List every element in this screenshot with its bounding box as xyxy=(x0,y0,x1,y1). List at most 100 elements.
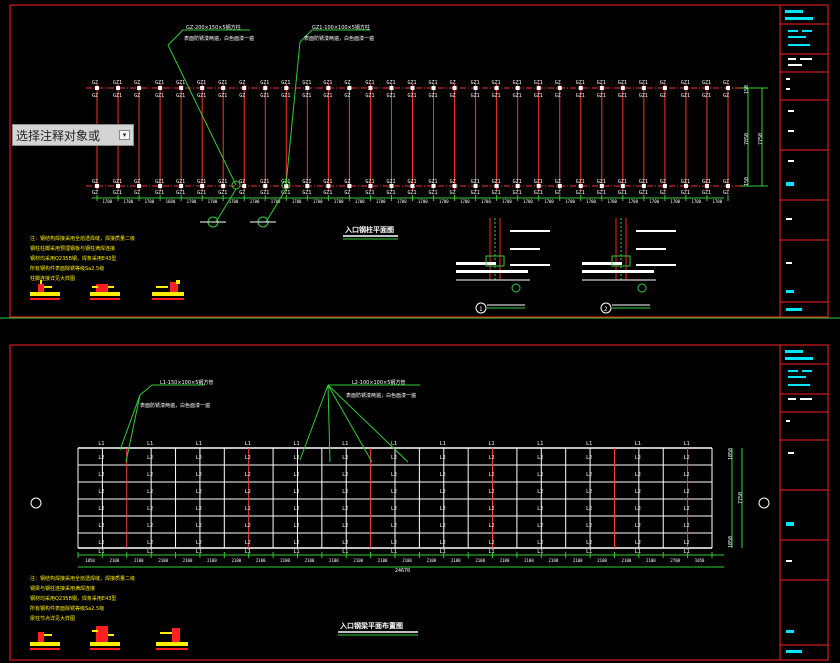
column-tag-top-inner: GZ1 xyxy=(618,93,627,99)
column-tag-bottom: GZ1 xyxy=(408,179,417,185)
bay-dimension: 2100 xyxy=(451,558,461,563)
sheet2-dimension-chain: 24670 xyxy=(78,554,724,574)
column-tag-top-inner: GZ xyxy=(450,93,456,99)
column-tag-top: GZ xyxy=(239,80,245,86)
bay-dimension: 1050 xyxy=(695,558,705,563)
column-tag-bottom-outer: GZ1 xyxy=(534,190,543,196)
column-tag-bottom-outer: GZ1 xyxy=(618,190,627,196)
sheet1-dim-bottom: 150 xyxy=(744,177,750,186)
column-tag-top: GZ1 xyxy=(492,80,501,86)
beam-tag-bottom: L1 xyxy=(684,549,690,555)
beam-tag-top: L1 xyxy=(98,441,104,447)
column-tag-bottom-outer: GZ xyxy=(555,190,561,196)
column-tag-top: GZ xyxy=(92,80,98,86)
column-tag-top: GZ1 xyxy=(408,80,417,86)
column-tag-bottom: GZ1 xyxy=(302,179,311,185)
bay-dimension: 2100 xyxy=(402,558,412,563)
column-marker xyxy=(452,86,457,90)
column-tag-bottom: GZ1 xyxy=(155,179,164,185)
bay-dimension: 1700 xyxy=(439,199,449,204)
bay-dimension: 2100 xyxy=(573,558,583,563)
column-tag-top-inner: GZ1 xyxy=(492,93,501,99)
beam-tag-row: L2 xyxy=(245,523,251,529)
beam-tag-row: L2 xyxy=(440,489,446,495)
column-marker xyxy=(683,86,688,90)
beam-tag-row: L2 xyxy=(98,489,104,495)
column-marker xyxy=(410,86,415,90)
bay-dimension: 2100 xyxy=(500,558,510,563)
column-marker xyxy=(305,86,310,90)
note-line: 柱脚连接详见大样图 xyxy=(30,275,75,282)
column-marker xyxy=(242,86,247,90)
column-tag-bottom-outer: GZ1 xyxy=(513,190,522,196)
beam-tag-row: L2 xyxy=(245,489,251,495)
beam-tag-bottom: L1 xyxy=(537,549,543,555)
note-line: 梁柱节点详见大样图 xyxy=(30,615,75,622)
column-tag-top: GZ1 xyxy=(681,80,690,86)
beam-tag-bottom: L1 xyxy=(586,549,592,555)
bay-dimension: 1700 xyxy=(523,199,533,204)
bay-dimension: 2100 xyxy=(110,558,120,563)
beam-tag-row: L2 xyxy=(98,472,104,478)
command-prompt-tooltip[interactable]: 选择注释对象或 ▾ xyxy=(12,124,134,146)
column-tag-bottom: GZ1 xyxy=(576,179,585,185)
column-marker xyxy=(347,184,352,188)
bay-dimension: 2100 xyxy=(622,558,632,563)
beam-tag-row: L2 xyxy=(293,523,299,529)
sheet1-right-dimension: 150 7850 7750 150 xyxy=(740,85,768,187)
column-tag-bottom-outer: GZ xyxy=(723,190,729,196)
column-marker xyxy=(599,86,604,90)
beam-tag-row: L2 xyxy=(684,455,690,461)
column-tag-bottom-outer: GZ1 xyxy=(471,190,480,196)
sheet2-dim-top: 1050 xyxy=(728,448,734,460)
column-tag-bottom-outer: GZ xyxy=(134,190,140,196)
column-tag-bottom: GZ1 xyxy=(176,179,185,185)
column-marker xyxy=(494,184,499,188)
column-tag-bottom-outer: GZ1 xyxy=(176,190,185,196)
column-tag-top: GZ1 xyxy=(386,80,395,86)
column-tag-bottom-outer: GZ1 xyxy=(386,190,395,196)
sheet1-column-grid xyxy=(86,84,740,190)
sheet1-frame xyxy=(0,4,840,319)
sheet1-section-detail-2: 2 xyxy=(582,218,676,314)
column-marker xyxy=(221,86,226,90)
beam-tag-row: L2 xyxy=(147,489,153,495)
bay-dimension: 1700 xyxy=(334,199,344,204)
column-tag-bottom: GZ xyxy=(660,179,666,185)
beam-tag-row: L2 xyxy=(293,489,299,495)
column-tag-bottom: GZ1 xyxy=(365,179,374,185)
column-marker xyxy=(536,184,541,188)
column-marker xyxy=(473,86,478,90)
column-tag-top: GZ1 xyxy=(281,80,290,86)
dropdown-arrow-icon[interactable]: ▾ xyxy=(119,130,130,140)
bay-dimension: 2100 xyxy=(305,558,315,563)
column-tag-bottom-outer: GZ1 xyxy=(260,190,269,196)
sheet1-title: 入口钢柱平面图 xyxy=(344,225,394,234)
column-marker xyxy=(494,86,499,90)
column-marker xyxy=(179,184,184,188)
beam-tag-top: L1 xyxy=(196,441,202,447)
column-tag-bottom-outer: GZ xyxy=(450,190,456,196)
bay-dimension: 1700 xyxy=(460,199,470,204)
column-tag-bottom-outer: GZ1 xyxy=(681,190,690,196)
beam-tag-row: L2 xyxy=(391,472,397,478)
column-tag-bottom: GZ1 xyxy=(429,179,438,185)
column-tag-top: GZ1 xyxy=(113,80,122,86)
sheet1-plan-title: 入口钢柱平面图 xyxy=(343,225,398,240)
column-marker xyxy=(347,86,352,90)
sheet1-dim-top: 150 xyxy=(744,85,750,94)
beam-tag-row: L2 xyxy=(537,523,543,529)
beam-tag-row: L2 xyxy=(245,506,251,512)
note-line: 注：钢结构焊接采用全熔透焊缝，焊接质量二级 xyxy=(30,235,135,242)
column-marker xyxy=(326,184,331,188)
bay-dimension: 1700 xyxy=(712,199,722,204)
bay-dimension: 1700 xyxy=(124,199,134,204)
bay-dimension: 1700 xyxy=(565,199,575,204)
column-marker xyxy=(662,86,667,90)
bay-dimension: 1700 xyxy=(418,199,428,204)
column-tag-top: GZ xyxy=(344,80,350,86)
column-tag-bottom: GZ xyxy=(723,179,729,185)
beam-tag-row: L2 xyxy=(684,523,690,529)
beam-tag-row: L2 xyxy=(440,540,446,546)
